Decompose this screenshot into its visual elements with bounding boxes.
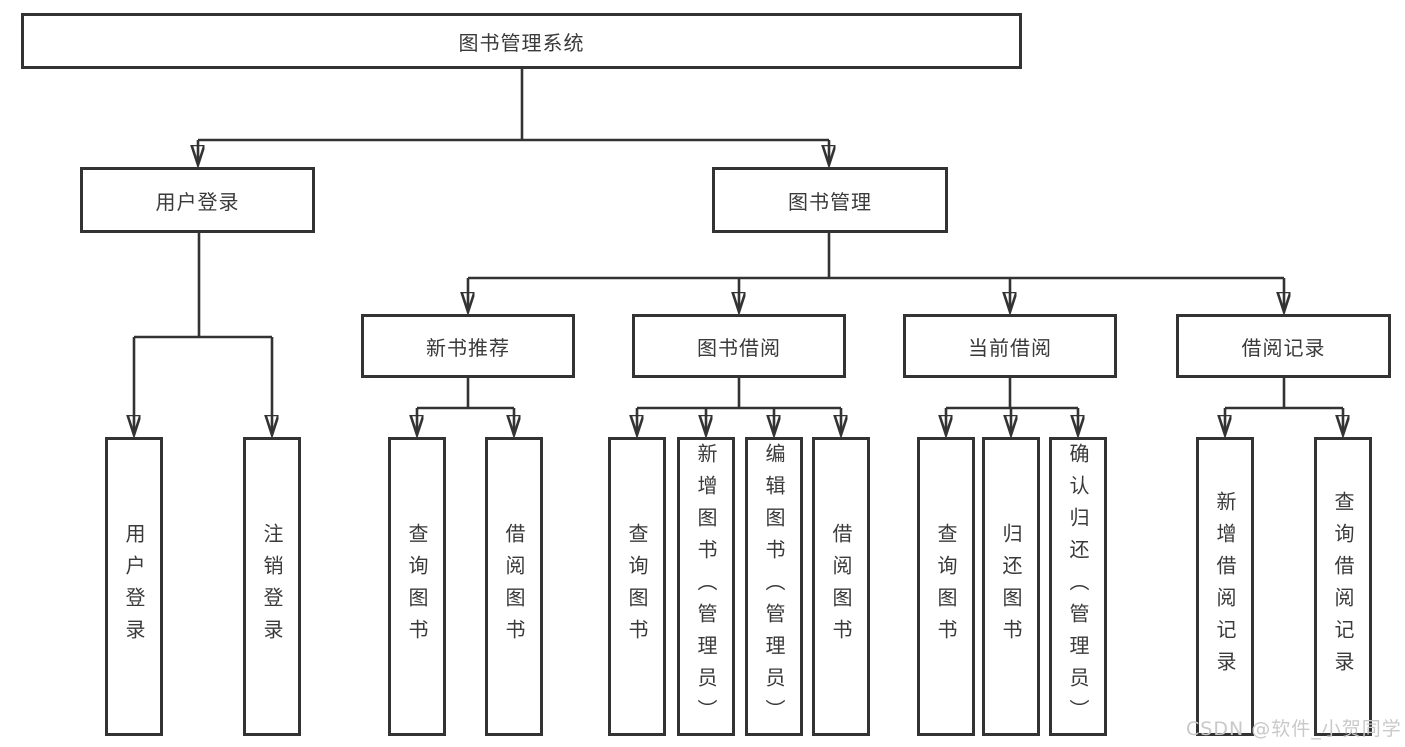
leaf-label: 用户登录 [122, 522, 146, 651]
leaf-query-borrow-record: 查询借阅记录 [1314, 437, 1372, 736]
leaf-label: 确认归还（管理员） [1066, 442, 1090, 731]
leaf-query-book-1: 查询图书 [388, 437, 446, 736]
leaf-edit-book-admin: 编辑图书（管理员） [745, 437, 803, 736]
leaf-add-borrow-record: 新增借阅记录 [1196, 437, 1254, 736]
leaf-return-book: 归还图书 [982, 437, 1040, 736]
node-label: 借阅记录 [1241, 335, 1326, 360]
leaf-borrow-book-2: 借阅图书 [812, 437, 870, 736]
node-label: 图书借阅 [697, 335, 781, 360]
leaf-query-book-3: 查询图书 [917, 437, 975, 736]
node-book-borrow: 图书借阅 [632, 314, 846, 378]
leaf-label: 注销登录 [260, 522, 284, 651]
leaf-label: 新增借阅记录 [1213, 490, 1237, 683]
node-label: 图书管理系统 [458, 30, 585, 55]
leaf-user-login: 用户登录 [105, 437, 163, 736]
leaf-label: 查询借阅记录 [1331, 490, 1355, 683]
node-user-login-group: 用户登录 [80, 167, 315, 233]
node-new-book-recommend: 新书推荐 [361, 314, 575, 378]
leaf-borrow-book-1: 借阅图书 [485, 437, 543, 736]
leaf-label: 编辑图书（管理员） [762, 442, 786, 731]
leaf-label: 查询图书 [625, 522, 649, 651]
node-current-borrow: 当前借阅 [903, 314, 1117, 378]
leaf-label: 查询图书 [405, 522, 429, 651]
leaf-confirm-return-admin: 确认归还（管理员） [1049, 437, 1107, 736]
node-book-management: 图书管理 [712, 167, 948, 233]
csdn-watermark: CSDN @软件_小贺同学 [1186, 718, 1402, 740]
leaf-label: 新增图书（管理员） [694, 442, 718, 731]
node-label: 图书管理 [788, 189, 872, 214]
leaf-add-book-admin: 新增图书（管理员） [677, 437, 735, 736]
leaf-label: 归还图书 [999, 522, 1023, 651]
node-library-management-system: 图书管理系统 [21, 13, 1022, 69]
node-borrow-record: 借阅记录 [1176, 314, 1391, 378]
leaf-logout: 注销登录 [243, 437, 301, 736]
leaf-query-book-2: 查询图书 [608, 437, 666, 736]
node-label: 用户登录 [155, 189, 240, 214]
node-label: 新书推荐 [426, 335, 510, 360]
leaf-label: 借阅图书 [829, 522, 853, 651]
leaf-label: 查询图书 [934, 522, 958, 651]
node-label: 当前借阅 [968, 335, 1052, 360]
leaf-label: 借阅图书 [502, 522, 526, 651]
